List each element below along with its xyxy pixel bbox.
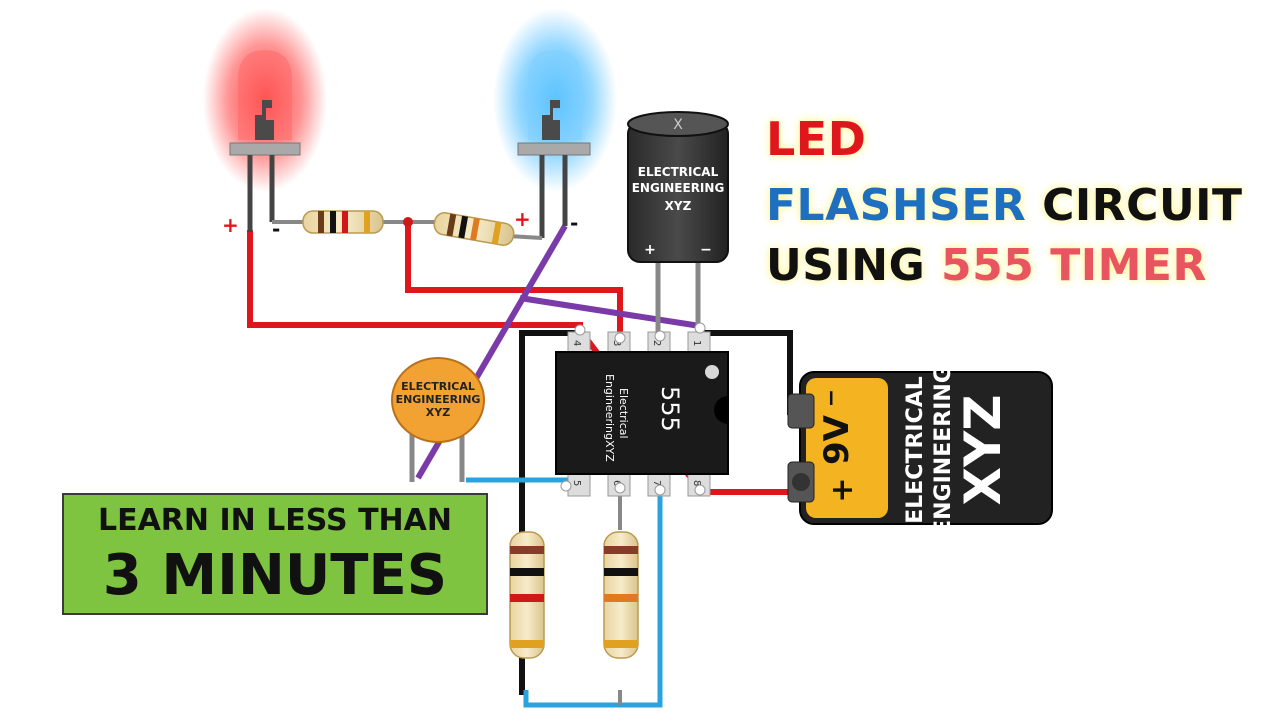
- wire-purple-pin1: [519, 295, 701, 329]
- title-line3-word-1: 555 TIMER: [925, 240, 1207, 291]
- red-led-minus: -: [272, 217, 280, 241]
- ic-brand-1: Electrical: [617, 388, 630, 439]
- title-line2-word-1: CIRCUIT: [1026, 180, 1243, 231]
- title-line-1: LED: [766, 112, 866, 166]
- pin-num-3: 3: [611, 340, 622, 346]
- solder-pin1: [694, 322, 706, 334]
- battery-9v: 9V + − ELECTRICAL ENGINEERING XYZ: [787, 365, 1053, 535]
- blue-led-plus: +: [514, 207, 531, 231]
- solder-pin7: [654, 484, 666, 496]
- ceramic-label-1: ELECTRICAL: [401, 380, 475, 393]
- solder-pin4: [574, 324, 586, 336]
- wire-blue-pin5: [466, 477, 569, 488]
- battery-brand-3: XYZ: [954, 394, 1012, 505]
- capacitor-mark: X: [673, 117, 683, 133]
- resistor-bottom-left: [509, 531, 545, 659]
- pin-num-5: 5: [571, 480, 582, 486]
- solder-pin5: [560, 480, 572, 492]
- pin-num-2: 2: [651, 340, 662, 346]
- ceramic-label-2: ENGINEERING: [396, 393, 481, 406]
- ceramic-label-3: XYZ: [426, 406, 450, 419]
- wire-blue-pin7: [523, 492, 663, 708]
- red-led: [229, 50, 301, 232]
- ic-brand-2: EngineeringXYZ: [603, 374, 616, 462]
- pin-num-8: 8: [691, 480, 702, 486]
- pin-num-1: 1: [691, 340, 702, 346]
- battery-voltage: 9V: [817, 414, 857, 465]
- battery-minus: −: [819, 389, 844, 407]
- wire-pin3: [405, 222, 623, 338]
- solder-pin6: [614, 482, 626, 494]
- battery-brand-2: ENGINEERING: [931, 365, 956, 535]
- pin-num-7: 7: [651, 480, 662, 486]
- blue-led-minus: -: [570, 211, 578, 235]
- blue-led: [517, 50, 591, 238]
- electrolytic-capacitor: X ELECTRICAL ENGINEERING XYZ + −: [627, 111, 729, 335]
- ceramic-capacitor: ELECTRICAL ENGINEERING XYZ: [391, 357, 485, 482]
- learn-banner: LEARN IN LESS THAN 3 MINUTES: [62, 493, 488, 615]
- resistor-top-1: [302, 210, 384, 234]
- solder-pin8: [694, 484, 706, 496]
- pin-num-6: 6: [611, 480, 622, 486]
- junction-dot: [403, 217, 413, 227]
- ic-label: 555: [656, 386, 684, 432]
- battery-plus: +: [825, 477, 860, 502]
- title-line-2: FLASHSER CIRCUIT: [766, 180, 1243, 231]
- title-line-3: USING 555 TIMER: [766, 240, 1207, 291]
- ic-555: 555 Electrical EngineeringXYZ 4 3 2 1 5 …: [555, 331, 729, 497]
- capacitor-label-1: ELECTRICAL: [638, 165, 719, 179]
- capacitor-label-2: ENGINEERING: [632, 181, 725, 195]
- battery-brand-1: ELECTRICAL: [903, 376, 928, 524]
- banner-line-2: 3 MINUTES: [102, 543, 448, 608]
- capacitor-label-3: XYZ: [665, 199, 692, 213]
- capacitor-plus: +: [644, 242, 656, 258]
- red-led-plus: +: [222, 213, 239, 237]
- resistor-bottom-right: [603, 531, 639, 659]
- pin-num-4: 4: [571, 340, 582, 346]
- title-line2-word-0: FLASHSER: [766, 180, 1027, 231]
- title-line3-word-0: USING: [766, 240, 926, 291]
- solder-pin2: [654, 330, 666, 342]
- banner-line-1: LEARN IN LESS THAN: [97, 503, 452, 538]
- capacitor-minus: −: [700, 242, 712, 258]
- solder-pin3: [614, 332, 626, 344]
- resistor-top-2: [433, 212, 515, 246]
- title-line1-word-0: LED: [766, 112, 867, 166]
